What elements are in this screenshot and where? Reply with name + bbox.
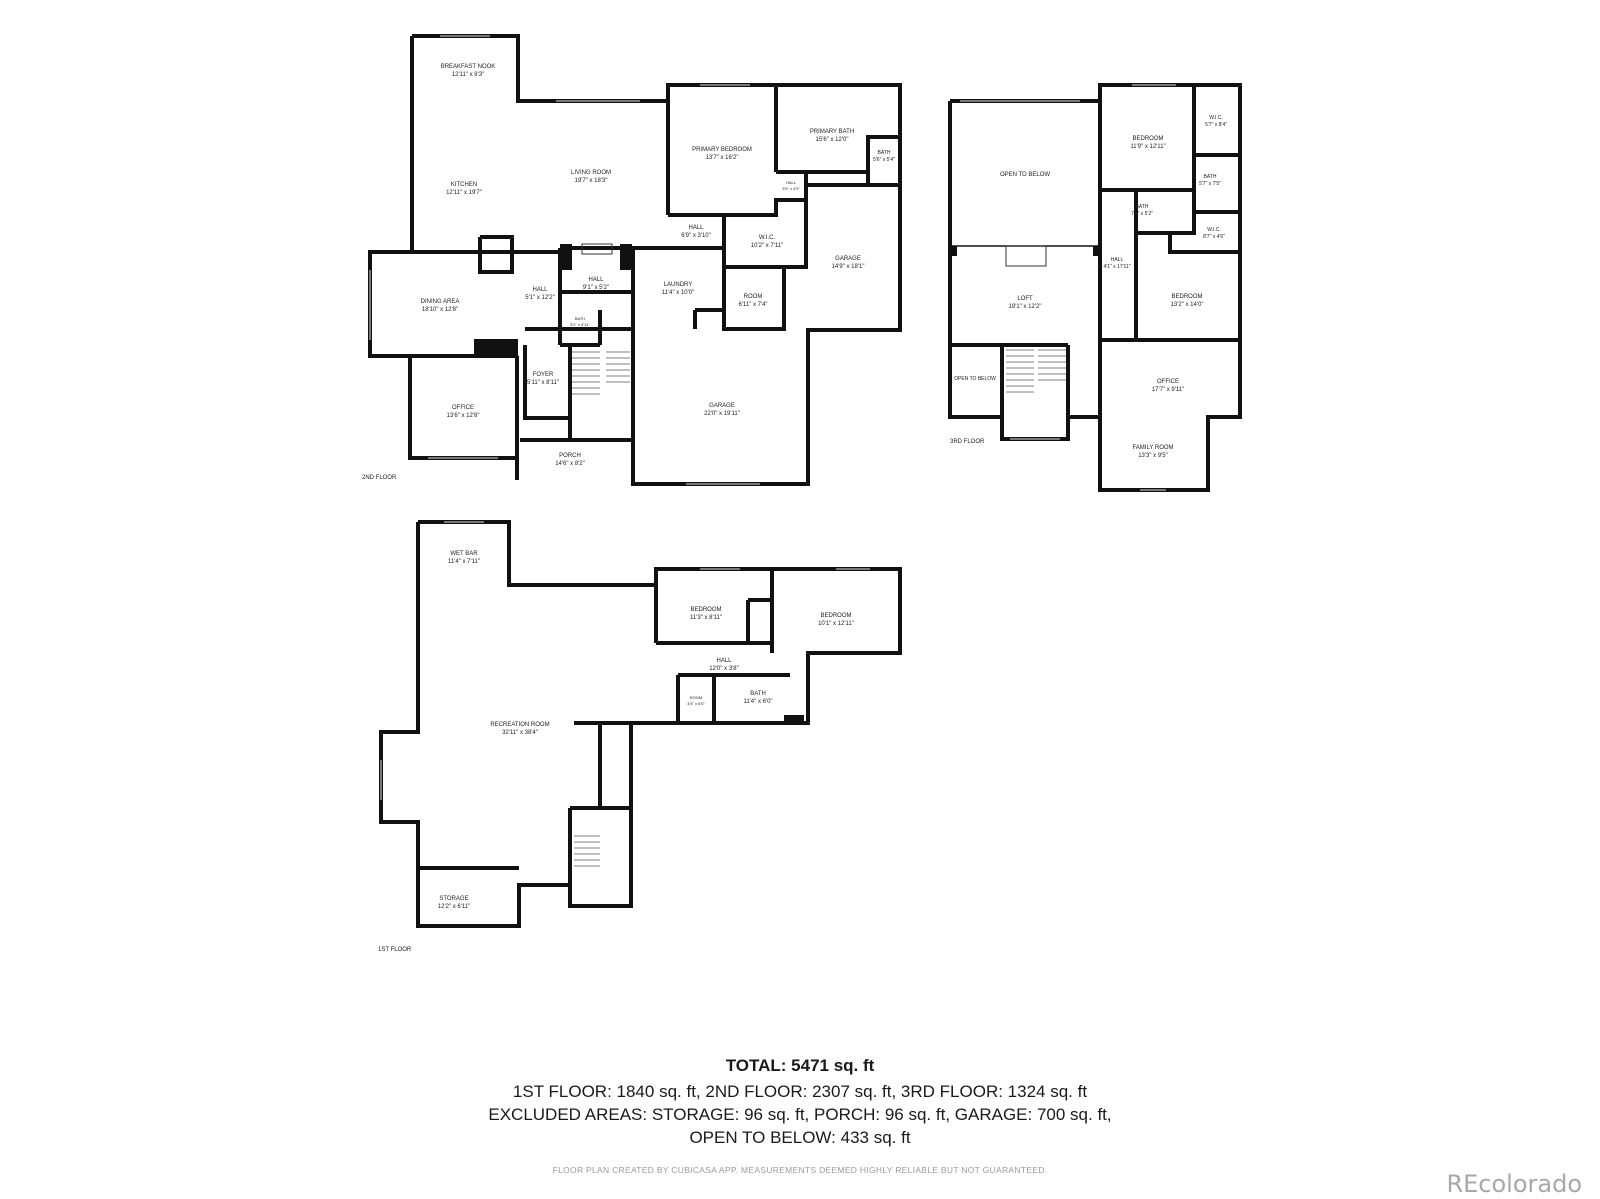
room-dimensions: 14'9" x 18'1" (832, 264, 865, 270)
room-name: HALL (716, 658, 732, 664)
room-name: OFFICE (1157, 379, 1179, 385)
room-dimensions: 13'3" x 9'5" (1138, 453, 1168, 459)
room-name: BEDROOM (1171, 294, 1202, 300)
room-name: W.I.C. (759, 235, 776, 241)
room-name: BEDROOM (690, 607, 721, 613)
room-name: W.I.C. (1209, 115, 1223, 121)
room-name: OPEN TO BELOW (954, 376, 996, 382)
room-dimensions: 10'2" x 7'11" (751, 243, 783, 249)
room-dimensions: 6'11" x 7'4" (738, 302, 767, 308)
room-dimensions: 4'1" x 17'11" (1103, 264, 1130, 270)
room-dimensions: 32'11" x 38'4" (502, 730, 538, 736)
brand-logo: REcolorado (1446, 1170, 1582, 1198)
room-dimensions: 11'3" x 8'11" (690, 615, 722, 621)
disclaimer: FLOOR PLAN CREATED BY CUBICASA APP. MEAS… (552, 1165, 1048, 1175)
room-name: FAMILY ROOM (1132, 445, 1173, 451)
room-dimensions: 14'6" x 8'2" (555, 461, 585, 467)
room-dimensions: 17'7" x 9'11" (1152, 387, 1184, 393)
room-name: KITCHEN (451, 182, 477, 188)
room-name: WET BAR (450, 551, 478, 557)
room-dimensions: 19'7" x 18'3" (575, 178, 608, 184)
room-name: GARAGE (835, 256, 861, 262)
room-name: LIVING ROOM (571, 170, 611, 176)
floor-1-walls (379, 520, 902, 928)
room-name: ROOM (690, 695, 702, 700)
room-dimensions: 13'7" x 16'2" (706, 155, 739, 161)
room-dimensions: 18'10" x 12'8" (422, 307, 458, 313)
room-labels: BREAKFAST NOOK 12'11" x 8'3" KITCHEN 12'11"… (421, 64, 1227, 910)
floor-2-walls (368, 34, 902, 486)
room-dimensions: 4'5" x 6'0" (687, 701, 705, 706)
room-dimensions: 22'0" x 19'11" (704, 411, 740, 417)
room-name: W.I.C. (1207, 227, 1221, 233)
room-name: OFFICE (452, 405, 474, 411)
room-dimensions: 11'4" x 10'0" (662, 290, 694, 296)
room-name: DINING AREA (421, 299, 460, 305)
floor-label-1st: 1ST FLOOR (378, 947, 412, 953)
room-dimensions: 11'4" x 7'11" (448, 559, 480, 565)
room-dimensions: 15'6" x 12'0" (816, 137, 849, 143)
room-name: HALL (688, 225, 704, 231)
room-dimensions: 10'1" x 12'11" (818, 621, 854, 627)
room-name: PORCH (559, 453, 581, 459)
room-name: PRIMARY BEDROOM (692, 147, 752, 153)
total-area: TOTAL: 5471 sq. ft (725, 1056, 875, 1075)
area-summary: 1ST FLOOR: 1840 sq. ft, 2ND FLOOR: 2307 … (0, 1080, 1600, 1149)
room-name: BATH (750, 691, 766, 697)
room-name: BATH (1136, 204, 1149, 210)
room-dimensions: 5'11" x 8'11" (527, 380, 559, 386)
room-name: LOFT (1017, 296, 1033, 302)
room-name: OPEN TO BELOW (1000, 172, 1050, 178)
room-dimensions: 5'1" x 12'2" (525, 295, 555, 301)
room-dimensions: 9'1" x 5'2" (583, 285, 609, 291)
room-dimensions: 5'6" x 5'4" (873, 157, 895, 163)
area-summary-line: EXCLUDED AREAS: STORAGE: 96 sq. ft, PORC… (488, 1105, 1112, 1124)
room-name: PRIMARY BATH (810, 129, 854, 135)
room-dimensions: 12'11" x 8'3" (452, 72, 484, 78)
room-name: ROOM (744, 294, 763, 300)
room-name: HALL (786, 180, 797, 185)
area-summary-line: 1ST FLOOR: 1840 sq. ft, 2ND FLOOR: 2307 … (512, 1082, 1088, 1101)
area-summary-line: OPEN TO BELOW: 433 sq. ft (689, 1128, 911, 1147)
room-name: HALL (588, 277, 604, 283)
room-dimensions: 5'7" x 7'5" (1199, 181, 1221, 187)
room-name: HALL (1111, 257, 1124, 263)
room-name: BATH (1204, 174, 1217, 180)
room-name: FOYER (533, 372, 554, 378)
room-name: HALL (532, 287, 548, 293)
room-dimensions: 8'7" x 4'6" (1203, 234, 1225, 240)
room-name: GARAGE (709, 403, 735, 409)
room-dimensions: 19'1" x 12'2" (1009, 304, 1042, 310)
room-dimensions: 5'7" x 8'4" (1205, 122, 1227, 128)
room-dimensions: 12'0" x 3'8" (709, 666, 739, 672)
room-dimensions: 11'9" x 12'11" (1130, 144, 1165, 150)
room-name: RECREATION ROOM (490, 722, 549, 728)
room-dimensions: 13'2" x 14'0" (1171, 302, 1204, 308)
floor-plan-drawing: BREAKFAST NOOK 12'11" x 8'3" KITCHEN 12'11"… (362, 34, 1242, 953)
room-dimensions: 12'11" x 19'7" (446, 190, 482, 196)
room-dimensions: 6'9" x 3'10" (681, 233, 711, 239)
room-name: BEDROOM (1132, 136, 1163, 142)
room-dimensions: 5'1" x 4'11" (570, 322, 590, 327)
floor-3-walls (948, 83, 1242, 492)
room-dimensions: 7'3" x 5'2" (1131, 211, 1153, 217)
room-name: BREAKFAST NOOK (441, 64, 496, 70)
floor-label-2nd: 2ND FLOOR (362, 475, 397, 481)
floor-label-3rd: 3RD FLOOR (950, 439, 985, 445)
room-dimensions: 13'6" x 12'8" (447, 413, 480, 419)
room-dimensions: 3'5" x 4'0" (782, 186, 800, 191)
room-dimensions: 12'2" x 6'11" (438, 904, 470, 910)
room-name: BEDROOM (820, 613, 851, 619)
room-dimensions: 11'4" x 6'0" (743, 699, 772, 705)
room-name: STORAGE (439, 896, 468, 902)
room-name: LAUNDRY (664, 282, 693, 288)
room-name: BATH (878, 150, 891, 156)
room-name: BATH (575, 316, 585, 321)
